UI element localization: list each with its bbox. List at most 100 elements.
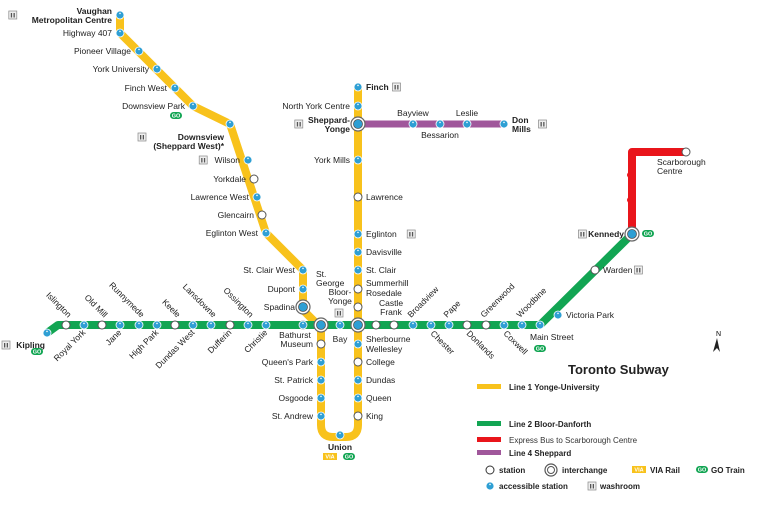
station-label: Woodbine bbox=[514, 285, 548, 319]
station-label: Downsview Park bbox=[122, 101, 186, 111]
station-label: Islington bbox=[44, 290, 74, 320]
svg-text:VIA: VIA bbox=[634, 468, 643, 474]
station-bloor[interactable]: Bloor-Yonge bbox=[328, 287, 366, 333]
legend-via: VIA Rail bbox=[650, 466, 680, 475]
station-queen[interactable]: Queen bbox=[353, 393, 392, 403]
washroom-icon bbox=[137, 132, 147, 142]
station-downsview[interactable]: Downsview(Sheppard West)* bbox=[137, 119, 235, 151]
station-label: College bbox=[366, 357, 395, 367]
station-eglw[interactable]: Eglinton West bbox=[206, 228, 271, 238]
legend: Toronto Subway Line 1 Yonge-University L… bbox=[477, 362, 745, 491]
station-warden[interactable]: Warden bbox=[590, 265, 643, 275]
station-label: York Mills bbox=[314, 155, 350, 165]
washroom-icon bbox=[406, 229, 416, 239]
station-label: Lawrence bbox=[366, 192, 403, 202]
station-label: Ossington bbox=[222, 285, 256, 319]
station-label: Victoria Park bbox=[566, 310, 615, 320]
legend-interchange: interchange bbox=[562, 466, 608, 475]
wheelchair-icon bbox=[485, 481, 495, 491]
station-spadina1[interactable]: Spadina bbox=[264, 299, 311, 315]
station-sherbourne[interactable]: Sherbourne bbox=[366, 320, 411, 344]
station-label: Rosedale bbox=[366, 288, 402, 298]
station-finchw[interactable]: Finch West bbox=[125, 83, 180, 93]
svg-text:GO: GO bbox=[172, 114, 181, 120]
washroom-icon bbox=[587, 481, 597, 491]
station-pioneer[interactable]: Pioneer Village bbox=[74, 46, 144, 56]
station-label: Main Street bbox=[530, 332, 574, 342]
legend-station: station bbox=[499, 466, 525, 475]
station-label: Davisville bbox=[366, 247, 402, 257]
station-label: Bessarion bbox=[421, 130, 459, 140]
station-stgeorge[interactable]: St.George bbox=[313, 269, 345, 333]
station-summerhill[interactable]: Summerhill bbox=[353, 278, 409, 294]
via-rail-icon: VIA bbox=[323, 453, 337, 461]
station-bay[interactable]: Bay bbox=[333, 320, 348, 344]
washroom-icon bbox=[198, 155, 208, 165]
station-eglinton[interactable]: Eglinton bbox=[353, 229, 416, 239]
station-osgoode[interactable]: Osgoode bbox=[279, 393, 326, 403]
station-sheppard[interactable]: Sheppard-Yonge bbox=[294, 115, 366, 134]
station-bessarion[interactable]: Bessarion bbox=[421, 119, 459, 140]
station-label: North York Centre bbox=[282, 101, 350, 111]
station-kennedy[interactable]: Kennedy GO bbox=[578, 226, 654, 242]
station-label: Kennedy bbox=[588, 229, 624, 239]
station-stclair[interactable]: St. Clair bbox=[353, 265, 396, 275]
map-title: Toronto Subway bbox=[568, 362, 670, 377]
station-spadina2[interactable] bbox=[298, 320, 308, 330]
washroom-icon bbox=[587, 481, 597, 491]
station-label: Sherbourne bbox=[366, 334, 411, 344]
station-nyc[interactable]: North York Centre bbox=[282, 101, 363, 111]
station-label: Dufferin bbox=[205, 327, 233, 355]
station-label: Bayview bbox=[397, 108, 430, 118]
station-stclairw[interactable]: St. Clair West bbox=[243, 265, 308, 275]
station-label: Lawrence West bbox=[191, 192, 250, 202]
washroom-icon bbox=[392, 82, 401, 92]
station-dundas[interactable]: Dundas bbox=[353, 375, 395, 385]
station-label: St. Andrew bbox=[272, 411, 314, 421]
station-rosedale[interactable]: Rosedale bbox=[353, 288, 402, 312]
station-yorkdale[interactable]: Yorkdale bbox=[213, 174, 259, 184]
station-standrew[interactable]: St. Andrew bbox=[272, 411, 326, 421]
go-train-icon: GO bbox=[696, 466, 708, 474]
station-museum[interactable]: Museum bbox=[280, 339, 326, 349]
bus-stop-marker bbox=[670, 149, 676, 155]
station-label: Coxwell bbox=[502, 328, 530, 356]
station-yorku[interactable]: York University bbox=[93, 64, 162, 74]
station-college[interactable]: College bbox=[353, 357, 395, 367]
station-lawrw[interactable]: Lawrence West bbox=[191, 192, 262, 202]
station-wilson[interactable]: Wilson bbox=[198, 155, 253, 165]
station-glencairn[interactable]: Glencairn bbox=[218, 210, 267, 220]
station-hwy407[interactable]: Highway 407 bbox=[63, 28, 125, 38]
station-leslie[interactable]: Leslie bbox=[456, 108, 478, 129]
station-queenspark[interactable]: Queen's Park bbox=[262, 357, 326, 367]
compass-icon: N bbox=[713, 331, 721, 352]
station-vicpark[interactable]: Victoria Park bbox=[553, 310, 615, 320]
legend-accessible: accessible station bbox=[499, 482, 568, 491]
washroom-icon bbox=[634, 265, 643, 275]
station-wellesley[interactable]: Wellesley bbox=[353, 339, 403, 354]
station-label: Leslie bbox=[456, 108, 478, 118]
station-davisville[interactable]: Davisville bbox=[353, 247, 402, 257]
station-stpatrick[interactable]: St. Patrick bbox=[274, 375, 326, 385]
station-dupont[interactable]: Dupont bbox=[268, 284, 308, 294]
station-lawrence[interactable]: Lawrence bbox=[353, 192, 403, 202]
station-finch[interactable]: Finch bbox=[353, 82, 401, 92]
go-train-icon: GO bbox=[696, 466, 708, 474]
station-label: Christie bbox=[242, 327, 270, 355]
station-label: Kipling bbox=[16, 340, 45, 350]
station-yorkmills[interactable]: York Mills bbox=[314, 155, 363, 165]
svg-text:GO: GO bbox=[644, 232, 653, 238]
station-bayview[interactable]: Bayview bbox=[397, 108, 430, 129]
station-label: Pape bbox=[441, 298, 462, 319]
station-king[interactable]: King bbox=[353, 411, 383, 421]
